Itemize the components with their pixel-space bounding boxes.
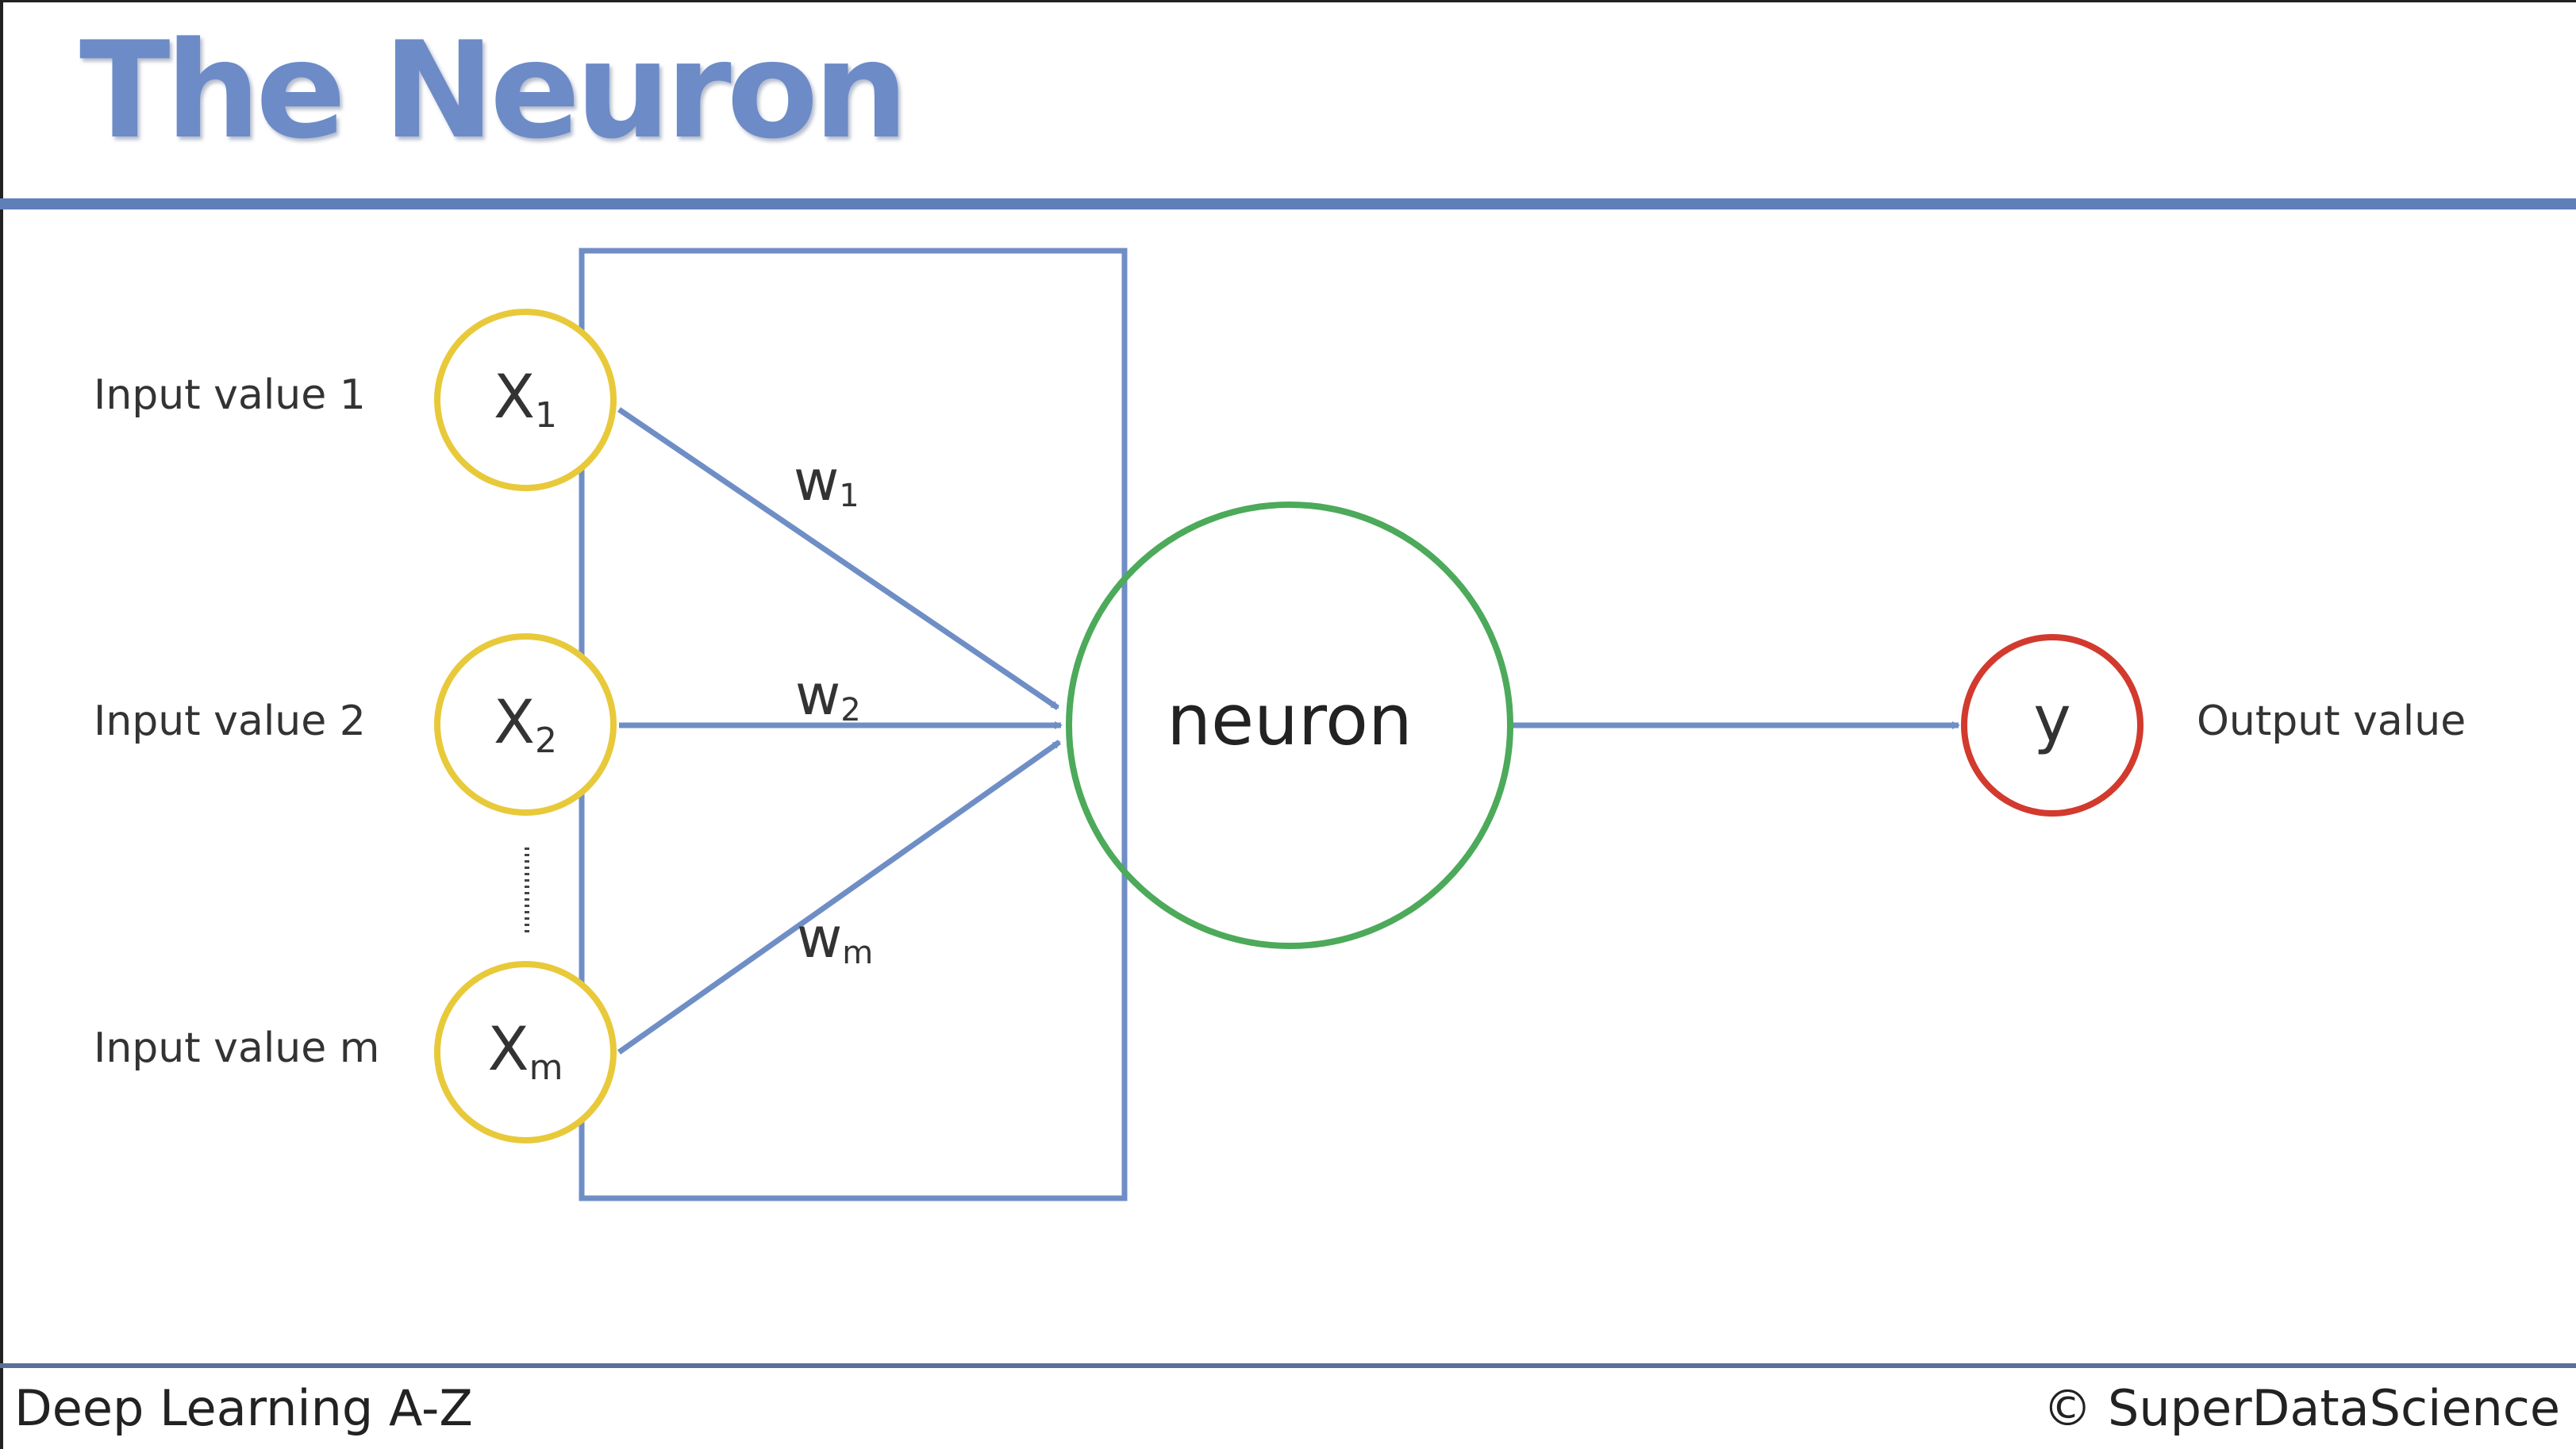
course-name: Deep Learning A-Z bbox=[14, 1379, 473, 1437]
input-node-2-subscript: 2 bbox=[535, 721, 557, 761]
weight-label-1-subscript: 1 bbox=[839, 478, 859, 514]
input-node-m: Xm bbox=[434, 961, 617, 1143]
input-node-1-symbol: X bbox=[494, 361, 535, 432]
output-node: y bbox=[1961, 634, 2143, 817]
input-label-m: Input value m bbox=[94, 1024, 379, 1072]
title-divider bbox=[0, 198, 2576, 209]
output-label: Output value bbox=[2197, 698, 2466, 745]
svg-text:Xm: Xm bbox=[488, 1013, 563, 1088]
neuron-node: neuron bbox=[1066, 502, 1513, 949]
weight-arrow-m bbox=[617, 740, 1062, 1055]
input-node-2-symbol: X bbox=[494, 686, 535, 757]
input-node-1-subscript: 1 bbox=[535, 395, 557, 436]
slide-title: The Neuron bbox=[79, 13, 909, 168]
weight-label-1-symbol: w bbox=[794, 448, 839, 513]
input-node-m-subscript: m bbox=[529, 1047, 563, 1088]
weight-label-m-symbol: w bbox=[797, 905, 842, 970]
neuron-label: neuron bbox=[1167, 679, 1413, 761]
output-node-symbol: y bbox=[2033, 682, 2070, 756]
copyright-notice: © SuperDataScience bbox=[2043, 1379, 2560, 1437]
input-label-2: Input value 2 bbox=[94, 698, 366, 745]
weight-label-2: w2 bbox=[795, 663, 861, 728]
weight-label-m: wm bbox=[797, 905, 873, 971]
weight-label-1: w1 bbox=[794, 448, 859, 514]
input-node-m-symbol: X bbox=[488, 1013, 529, 1084]
input-node-2: X2 bbox=[434, 633, 617, 816]
input-label-1: Input value 1 bbox=[94, 371, 366, 419]
input-node-1: X1 bbox=[434, 309, 617, 491]
svg-text:X1: X1 bbox=[494, 361, 557, 436]
footer-divider bbox=[0, 1363, 2576, 1368]
weight-arrow-1 bbox=[617, 407, 1059, 710]
svg-text:X2: X2 bbox=[494, 686, 557, 761]
weight-label-2-subscript: 2 bbox=[840, 692, 860, 728]
weight-label-m-subscript: m bbox=[842, 935, 873, 971]
weight-label-2-symbol: w bbox=[795, 663, 840, 728]
